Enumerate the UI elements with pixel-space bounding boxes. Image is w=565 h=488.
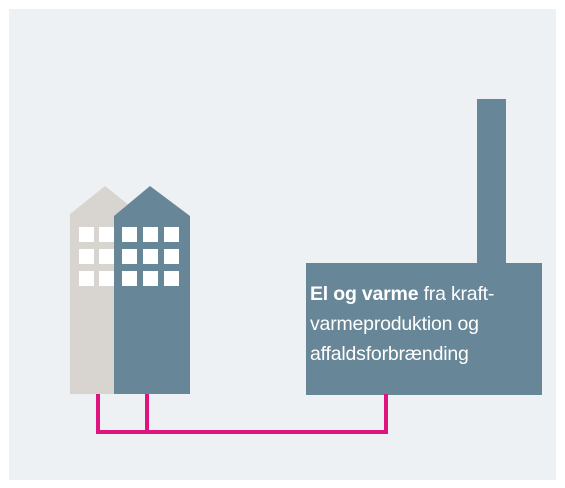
plant-label-line-2: varmeproduktion og <box>310 313 479 335</box>
chimney <box>477 99 506 265</box>
back-building-windows <box>79 227 114 286</box>
plant-label-bold: El og varme <box>310 283 419 305</box>
plant-label-line-3: affaldsforbrænding <box>310 343 469 365</box>
plant-label-line-1: El og varme fra kraft- <box>310 279 538 309</box>
front-building <box>114 186 190 394</box>
plant-building <box>306 263 542 395</box>
plant-label-line-1-rest: fra kraft- <box>418 283 495 305</box>
heating-pipes <box>96 394 388 434</box>
power-plant <box>306 99 542 395</box>
plant-label: El og varme fra kraft- varmeproduktion o… <box>310 279 538 369</box>
front-building-windows <box>122 227 179 286</box>
